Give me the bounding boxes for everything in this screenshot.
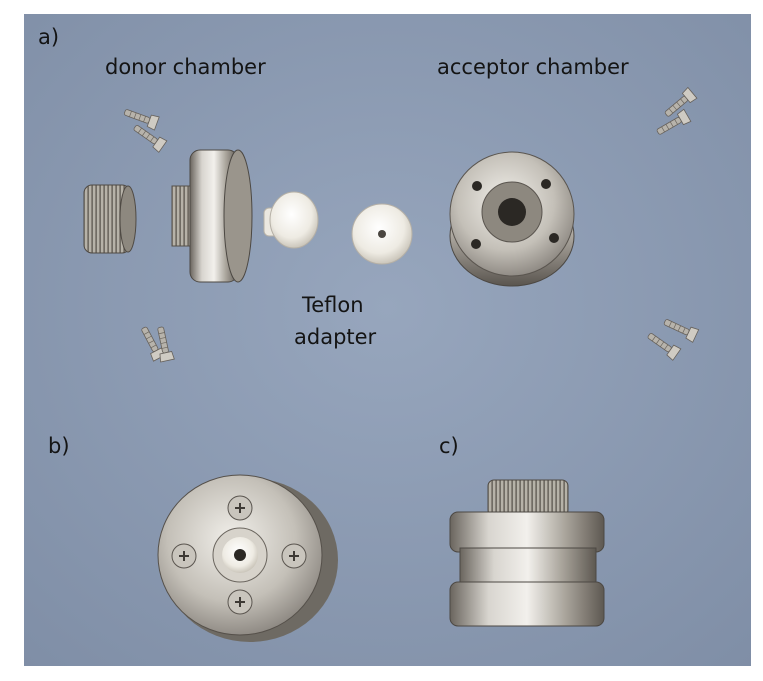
teflon-plug-icon [263, 191, 319, 249]
teflon-adapter-label-line2: adapter [294, 325, 377, 349]
panel-label-c: c) [439, 434, 459, 458]
donor-chamber-label: donor chamber [105, 55, 266, 79]
panel-label-a: a) [38, 25, 60, 49]
panel-label-b: b) [48, 434, 70, 458]
donor-chamber-icon [171, 149, 253, 283]
acceptor-chamber-icon [449, 151, 575, 287]
assembled-chamber-side-icon [449, 479, 605, 627]
knurled-nut-icon [83, 184, 137, 254]
assembled-chamber-top-icon [157, 474, 338, 642]
teflon-adapter-label-line1: Teflon [302, 293, 364, 317]
teflon-disc-icon [351, 203, 413, 265]
acceptor-chamber-label: acceptor chamber [437, 55, 629, 79]
